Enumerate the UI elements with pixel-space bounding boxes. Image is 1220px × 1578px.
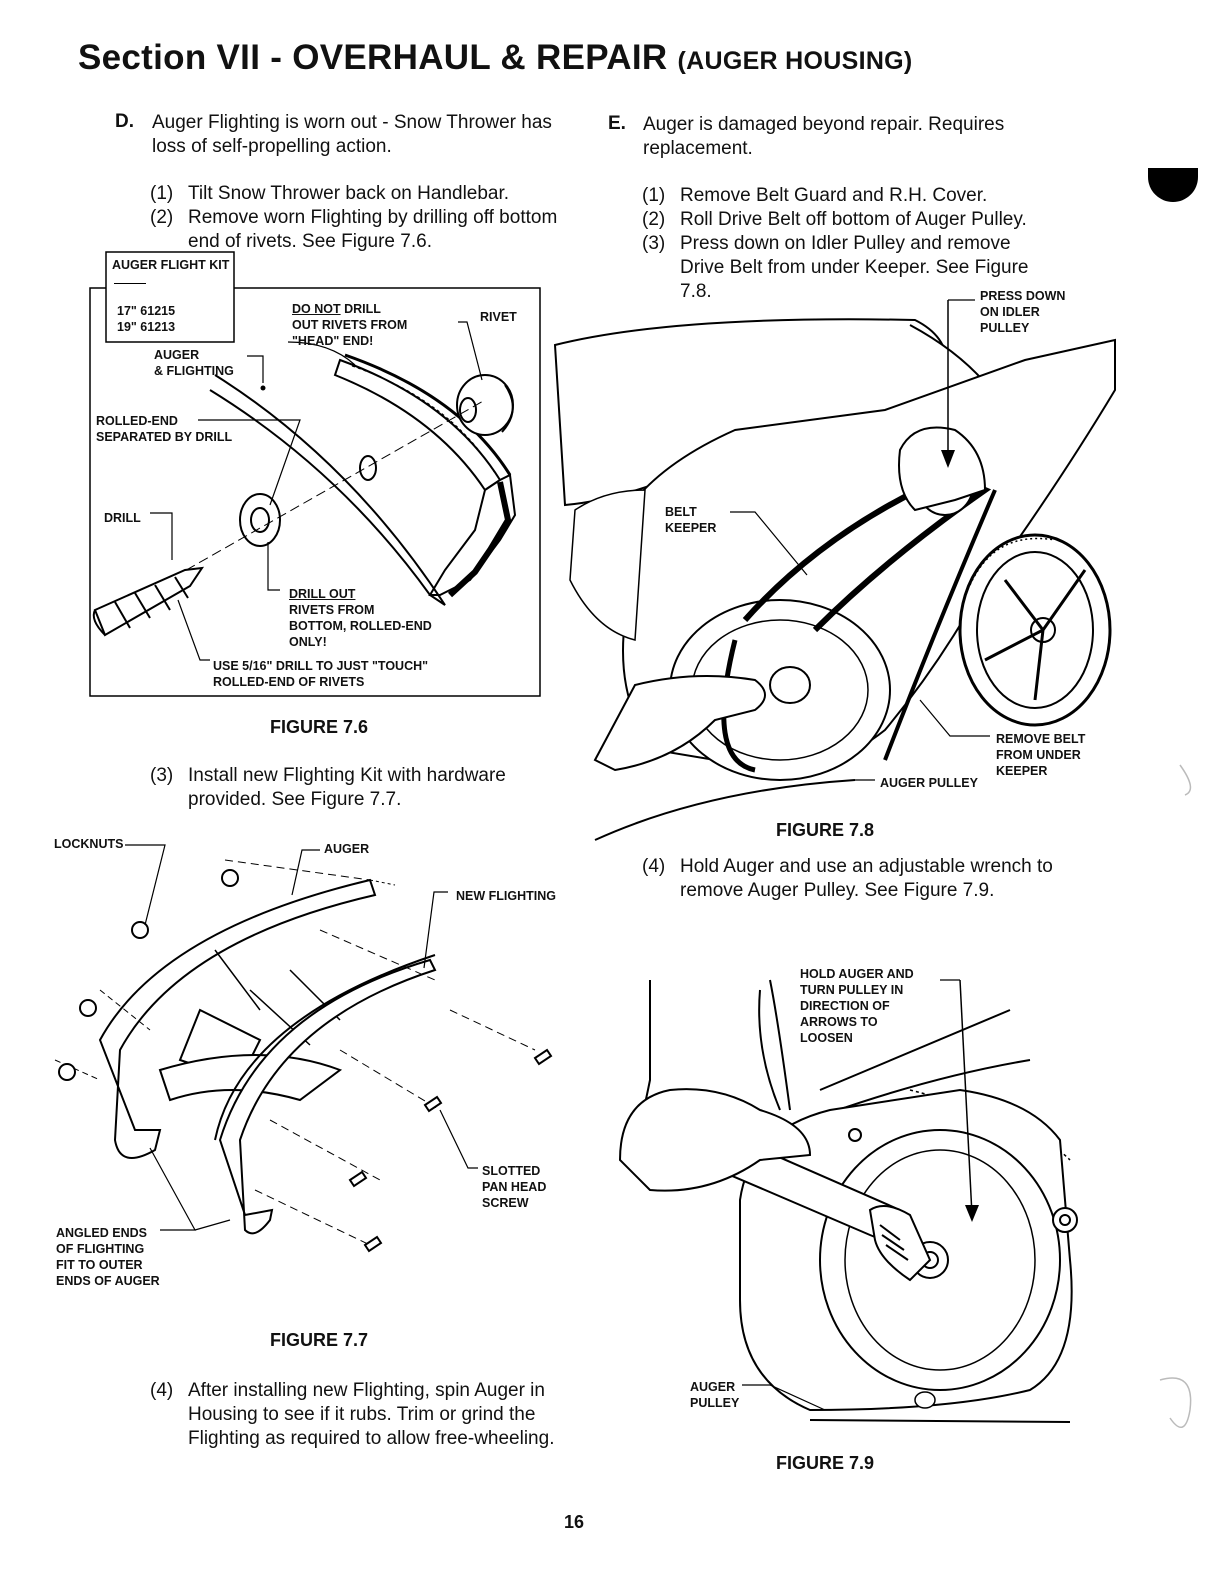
step-text: Remove Belt Guard and R.H. Cover.: [680, 185, 988, 206]
edge-tab-mark: [1148, 168, 1198, 202]
step-number: (2): [150, 207, 174, 228]
page-title-main: Section VII - OVERHAUL & REPAIR: [78, 38, 668, 77]
section-e-step-4: (4) Hold Auger and use an adjustable wre…: [642, 855, 1072, 903]
drill-label: DRILL: [104, 511, 141, 525]
auger-flighting-label-2: & FLIGHTING: [154, 364, 234, 378]
hold-auger-label-4: ARROWS TO: [800, 1015, 878, 1029]
hold-auger-label-2: TURN PULLEY IN: [800, 983, 904, 997]
step-number: (1): [642, 185, 666, 206]
auger-label: AUGER: [324, 842, 370, 856]
section-d-step-1: (1) Tilt Snow Thrower back on Handlebar.: [150, 182, 590, 206]
use-drill-label-2: ROLLED-END OF RIVETS: [213, 675, 365, 689]
belt-keeper-label-2: KEEPER: [665, 521, 717, 535]
step-text: Press down on Idler Pulley and remove Dr…: [680, 233, 1029, 302]
hold-auger-label-3: DIRECTION OF: [800, 999, 890, 1013]
drill-out-label-2: RIVETS FROM: [289, 603, 375, 617]
section-e-letter: E.: [608, 113, 626, 134]
section-d-letter: D.: [115, 111, 134, 132]
step-number: (3): [150, 765, 174, 786]
do-not-drill-label: DO NOT DRILL: [292, 302, 381, 317]
section-d-step-2: (2) Remove worn Flighting by drilling of…: [150, 206, 590, 254]
rolled-end-label-2: SEPARATED BY DRILL: [96, 430, 233, 444]
hold-auger-label-1: HOLD AUGER AND: [800, 967, 914, 981]
remove-belt-label-2: FROM UNDER: [996, 748, 1081, 762]
slotted-label-3: SCREW: [482, 1196, 529, 1210]
section-d-step-3: (3) Install new Flighting Kit with hardw…: [150, 764, 550, 812]
section-d-step-4: (4) After installing new Flighting, spin…: [150, 1379, 580, 1451]
angled-label-2: OF FLIGHTING: [56, 1242, 145, 1256]
rivet-label: RIVET: [480, 310, 517, 324]
kit-title: AUGER FLIGHT KIT: [112, 258, 230, 272]
belt-keeper-label-1: BELT: [665, 505, 697, 519]
slotted-label-2: PAN HEAD: [482, 1180, 547, 1194]
section-e-heading: Auger is damaged beyond repair. Requires…: [643, 114, 1005, 159]
do-not-emphasis: DO NOT: [292, 302, 341, 316]
remove-belt-label-1: REMOVE BELT: [996, 732, 1086, 746]
kit-underline: [114, 283, 146, 284]
section-d-heading: Auger Flighting is worn out - Snow Throw…: [152, 112, 552, 157]
auger-flighting-label-1: AUGER: [154, 348, 200, 362]
step-number: (2): [642, 209, 666, 230]
rolled-end-label-1: ROLLED-END: [96, 414, 178, 428]
do-not-rest: DRILL: [340, 302, 381, 316]
press-down-label-2: ON IDLER: [980, 305, 1040, 319]
section-e-step-1: (1) Remove Belt Guard and R.H. Cover.: [642, 184, 1072, 208]
auger-pulley-label-1: AUGER: [690, 1380, 736, 1394]
do-not-line-2: OUT RIVETS FROM: [292, 318, 408, 332]
angled-label-1: ANGLED ENDS: [56, 1226, 147, 1240]
kit-17: 17" 61215: [117, 304, 176, 318]
step-number: (4): [642, 856, 666, 877]
press-down-label-3: PULLEY: [980, 321, 1030, 335]
step-number: (4): [150, 1380, 174, 1401]
figure-7-7-caption: FIGURE 7.7: [270, 1330, 369, 1350]
step-text: Tilt Snow Thrower back on Handlebar.: [188, 183, 510, 204]
slotted-label-1: SLOTTED: [482, 1164, 541, 1178]
drill-out-label-4: ONLY!: [289, 635, 327, 649]
step-number: (3): [642, 233, 666, 254]
use-drill-label-1: USE 5/16" DRILL TO JUST "TOUCH": [213, 659, 429, 673]
page-number: 16: [564, 1512, 585, 1532]
figure-7-7-drawing: [40, 840, 560, 1290]
press-down-label-1: PRESS DOWN: [980, 289, 1066, 303]
page-title-sub: (AUGER HOUSING): [677, 47, 913, 75]
angled-label-3: FIT TO OUTER: [56, 1258, 143, 1272]
figure-7-8-drawing: [555, 300, 1125, 845]
figure-7-6-drawing: [90, 250, 540, 700]
step-text: Install new Flighting Kit with hardware …: [188, 765, 506, 810]
page-title: Section VII - OVERHAUL & REPAIR (AUGER H…: [78, 38, 913, 78]
do-not-line-3: "HEAD" END!: [292, 334, 374, 348]
figure-7-9-drawing: [610, 960, 1090, 1430]
step-text: Roll Drive Belt off bottom of Auger Pull…: [680, 209, 1027, 230]
step-number: (1): [150, 183, 174, 204]
step-text: Remove worn Flighting by drilling off bo…: [188, 207, 558, 252]
drill-out-label-1: DRILL OUT: [289, 587, 356, 601]
section-e-step-2: (2) Roll Drive Belt off bottom of Auger …: [642, 208, 1072, 232]
locknuts-label: LOCKNUTS: [54, 837, 124, 851]
remove-belt-label-3: KEEPER: [996, 764, 1048, 778]
binder-hole-marks: [1140, 750, 1200, 1450]
step-text: Hold Auger and use an adjustable wrench …: [680, 856, 1053, 901]
auger-pulley-label: AUGER PULLEY: [880, 776, 978, 790]
auger-pulley-label-2: PULLEY: [690, 1396, 740, 1410]
new-flighting-label: NEW FLIGHTING: [456, 889, 556, 903]
angled-label-4: ENDS OF AUGER: [56, 1274, 160, 1288]
figure-7-8-caption: FIGURE 7.8: [776, 820, 875, 840]
figure-7-6-caption: FIGURE 7.6: [270, 717, 369, 737]
step-text: After installing new Flighting, spin Aug…: [188, 1380, 555, 1449]
hold-auger-label-5: LOOSEN: [800, 1031, 853, 1045]
figure-7-9-caption: FIGURE 7.9: [776, 1453, 875, 1473]
drill-out-label-3: BOTTOM, ROLLED-END: [289, 619, 432, 633]
kit-19: 19" 61213: [117, 320, 176, 334]
section-e-step-3: (3) Press down on Idler Pulley and remov…: [642, 232, 1032, 304]
